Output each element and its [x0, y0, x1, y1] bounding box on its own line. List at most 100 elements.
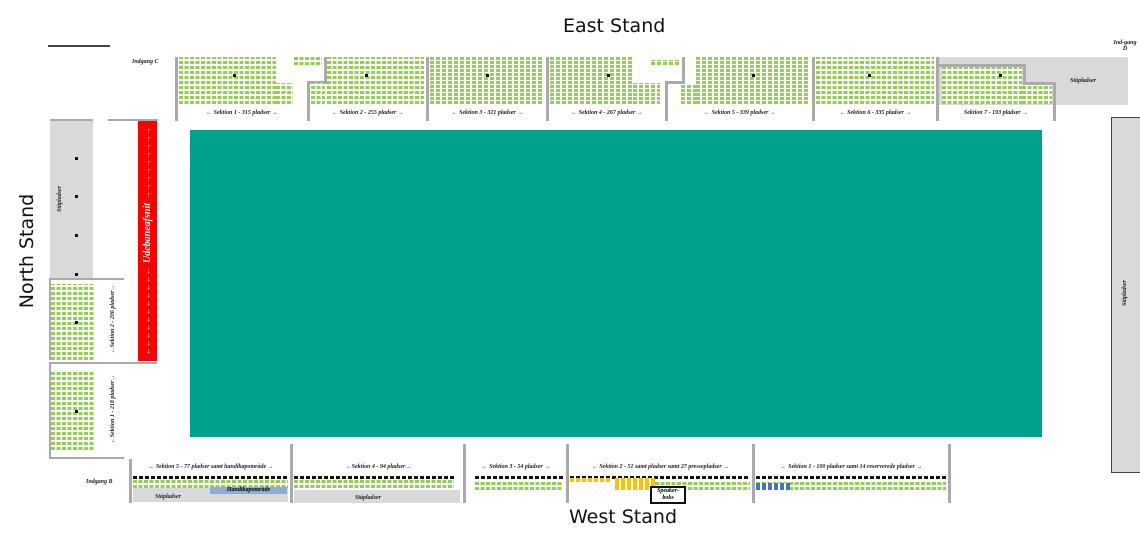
divider: [49, 278, 51, 360]
east-section-3-seats: [430, 57, 544, 104]
west-section-2-seats: [655, 480, 750, 490]
west-section-4-seats: [294, 480, 454, 488]
seat-row-front: [294, 476, 454, 479]
divider: [546, 57, 549, 121]
divider: [49, 457, 124, 459]
east-section-6-label: ← Sektion 6 - 335 pladser →: [839, 110, 912, 116]
north-section-1-seats: [51, 372, 95, 450]
section-marker: [365, 74, 368, 77]
divider: [49, 362, 157, 364]
press-seats-block: [615, 478, 655, 490]
divider: [108, 119, 158, 121]
divider: [49, 278, 124, 280]
divider: [665, 81, 685, 84]
east-section-1-seats-ext: [276, 83, 293, 104]
section-marker: [75, 410, 78, 413]
seat-row-front: [756, 476, 946, 479]
west-section-1-seats: [756, 480, 946, 490]
divider: [939, 64, 1025, 67]
east-stand-title: East Stand: [563, 15, 666, 37]
divider: [936, 57, 939, 121]
away-arrows-up: →→→→→→→→→: [142, 127, 152, 199]
west-section-1-label: ← Sektion 1 - 100 pladser samt 14 reserv…: [780, 464, 923, 470]
section-marker: [75, 157, 78, 160]
divider: [1053, 82, 1056, 121]
section-marker: [75, 273, 78, 276]
east-section-5-label: ← Sektion 5 - 339 pladser →: [704, 110, 776, 116]
press-seats: [570, 478, 610, 482]
divider: [175, 57, 178, 121]
away-section: ←←←←←←←←←←← Udebaneafsnit →→→→→→→→→: [138, 121, 157, 361]
east-section-3-label: ← Sektion 3 - 321 pladser →: [451, 110, 524, 116]
divider: [307, 81, 310, 121]
west-standing-label-5: Ståpladser: [155, 494, 182, 500]
section-marker: [607, 74, 610, 77]
west-standing-label-4: Ståpladser: [355, 495, 382, 501]
north-section-2-seats: [51, 284, 95, 360]
seat-row-front: [475, 476, 563, 479]
east-section-2-label: ← Sektion 2 - 255 pladser →: [332, 110, 404, 116]
divider: [682, 57, 685, 83]
pitch: [190, 130, 1042, 437]
divider: [1023, 82, 1056, 85]
north-standing-area: [50, 121, 93, 278]
east-section-1-seats: [179, 57, 276, 104]
west-section-5-label: ← Sektion 5 - 77 pladser samt handikapom…: [148, 464, 274, 470]
west-standing-area-4: [294, 490, 460, 503]
speaker-box: Speaker-boks: [650, 486, 686, 504]
away-section-label: Udebaneafsnit: [141, 203, 153, 263]
entrance-b: Indgang B: [86, 479, 113, 485]
east-section-1-seats-extra: [294, 57, 322, 65]
corner-line: [48, 45, 110, 47]
north-section-1-label: ←Sektion 1 - 218 pladser→: [110, 374, 116, 444]
divider: [752, 444, 755, 503]
divider: [307, 81, 327, 84]
east-section-7-label: Sektion 7 - 193 pladser →: [963, 110, 1029, 116]
handicap-area: Handikapområde: [210, 487, 287, 494]
entrance-d: Ind-gang D: [1113, 40, 1137, 52]
divider: [324, 57, 327, 83]
west-stand-title: West Stand: [569, 506, 678, 528]
south-standing-area: [1111, 117, 1140, 473]
north-section-2-label: ←Sektion 2 - 206 pladser→: [110, 284, 116, 354]
north-stand-title: North Stand: [16, 193, 39, 309]
south-standing-label: Ståpladser: [1122, 280, 1128, 307]
seat-row-front: [570, 476, 750, 479]
east-section-1-label: ← Sektion 1 - 315 pladser →: [206, 110, 278, 116]
north-standing-label: Ståpladser: [57, 186, 63, 213]
section-marker: [233, 74, 236, 77]
divider: [426, 57, 429, 121]
west-section-2-label: ← Sektion 2 - 51 samt pladser samt 27 pr…: [591, 464, 730, 470]
divider: [948, 444, 951, 503]
section-marker: [75, 321, 78, 324]
section-marker: [999, 74, 1002, 77]
east-section-4-label: ← Sektion 4 - 267 pladser →: [571, 110, 643, 116]
entrance-c: Indgang C: [132, 59, 159, 65]
east-section-4-seats-ext: [633, 83, 660, 104]
section-marker: [486, 74, 489, 77]
away-arrows-down: ←←←←←←←←←←←: [142, 267, 152, 355]
divider: [49, 362, 51, 458]
divider: [566, 444, 569, 503]
east-section-5-seats-ext: [681, 84, 696, 104]
west-section-3-label: ← Sektion 3 - 54 pladser →: [481, 464, 551, 470]
east-section-5-seats: [696, 57, 810, 104]
east-section-2-seats: [327, 57, 424, 104]
west-section-5-seats: [133, 480, 288, 488]
divider: [290, 444, 293, 503]
west-section-3-seats: [475, 480, 563, 490]
east-section-2-seats-ext: [311, 83, 325, 104]
seat-row-front: [133, 476, 288, 479]
east-section-4-seats-extra: [651, 60, 679, 65]
divider: [812, 57, 815, 121]
east-section-4-seats: [550, 57, 633, 104]
west-section-4-label: ←Sektion 4 - 94 pladser→: [345, 464, 412, 470]
divider: [129, 459, 132, 503]
east-standing-label: Ståpladser: [1070, 78, 1097, 84]
divider: [463, 444, 466, 503]
reserved-seats: [756, 483, 790, 490]
section-marker: [75, 195, 78, 198]
divider: [1023, 64, 1026, 84]
east-section-7-seats-ext: [1022, 85, 1052, 104]
east-section-6-seats: [816, 57, 934, 104]
